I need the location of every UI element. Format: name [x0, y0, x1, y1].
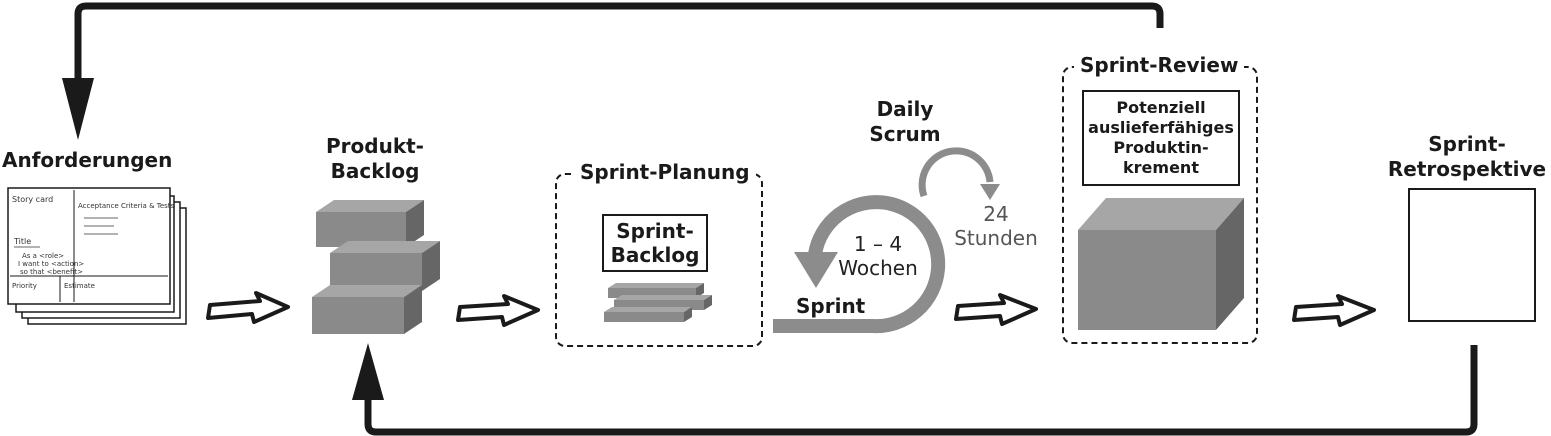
- label-anforderungen: Anforderungen: [2, 148, 173, 172]
- label-sprint: Sprint: [796, 294, 866, 318]
- svg-text:Story card: Story card: [12, 195, 53, 204]
- process-arrow-1: [206, 291, 290, 324]
- sprint-planning-title: Sprint-Planung: [574, 160, 756, 184]
- sprint-cycle-loop: [773, 195, 946, 334]
- sprint-backlog-stack: [604, 283, 712, 322]
- svg-text:so that <benefit>: so that <benefit>: [20, 268, 83, 276]
- process-arrow-4: [1292, 294, 1376, 327]
- feedback-arrow-top: [62, 2, 1164, 140]
- requirements-cards: Story card Acceptance Criteria & Tests T…: [7, 187, 187, 325]
- svg-text:I want to <action>: I want to <action>: [18, 260, 84, 268]
- product-backlog-stack: [312, 200, 440, 334]
- label-sprint-retro: Sprint- Retrospektive: [1387, 132, 1547, 181]
- process-arrow-2: [456, 294, 540, 327]
- increment-box: Potenziell auslieferfähiges Produktin- k…: [1082, 90, 1240, 186]
- label-duration-weeks: 1 – 4 Wochen: [838, 232, 918, 280]
- sprint-review-title: Sprint-Review: [1074, 53, 1245, 77]
- label-produkt-backlog: Produkt- Backlog: [326, 134, 424, 183]
- retrospective-box: [1408, 188, 1536, 322]
- svg-text:Estimate: Estimate: [64, 282, 95, 290]
- svg-text:Title: Title: [13, 237, 31, 246]
- label-daily-scrum: Daily Scrum: [869, 97, 941, 146]
- sprint-backlog-box: Sprint- Backlog: [602, 214, 708, 272]
- svg-text:As a <role>: As a <role>: [22, 252, 64, 260]
- svg-text:Priority: Priority: [12, 282, 37, 290]
- product-increment-cube: [1078, 198, 1244, 330]
- feedback-arrow-bottom: [352, 343, 1478, 436]
- svg-text:Acceptance Criteria & Tests: Acceptance Criteria & Tests: [78, 202, 175, 210]
- process-arrow-3: [954, 293, 1038, 326]
- daily-scrum-loop: [918, 147, 1000, 200]
- label-duration-hours: 24 Stunden: [954, 202, 1038, 250]
